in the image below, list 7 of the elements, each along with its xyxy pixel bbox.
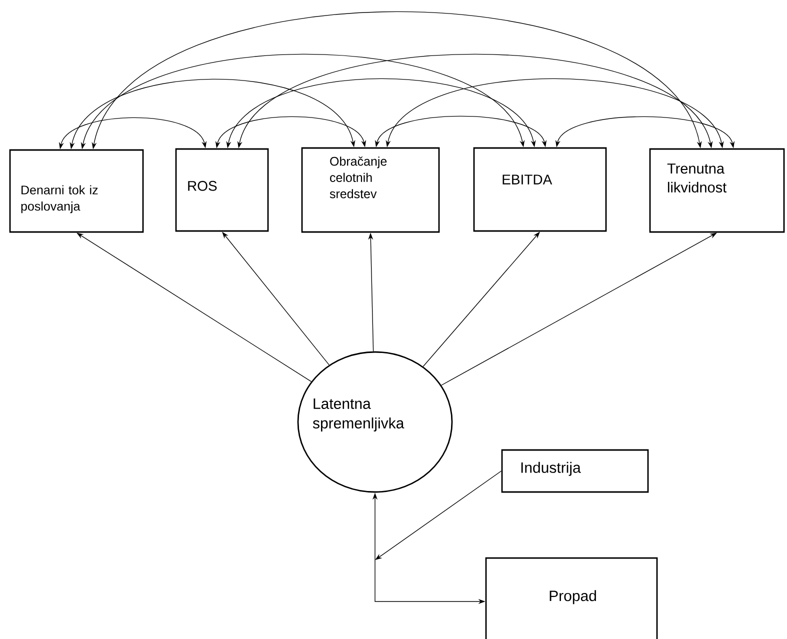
variable-box: EBITDA	[473, 147, 607, 232]
variable-box: Obračanje celotnih sredstev	[301, 147, 440, 233]
variable-box: Propad	[485, 557, 658, 639]
variable-box: Denarni tok iz poslovanja	[9, 149, 144, 233]
variable-box: Trenutna likvidnost	[649, 148, 785, 233]
variable-box: ROS	[175, 148, 269, 232]
variable-box: Industrija	[501, 449, 649, 493]
